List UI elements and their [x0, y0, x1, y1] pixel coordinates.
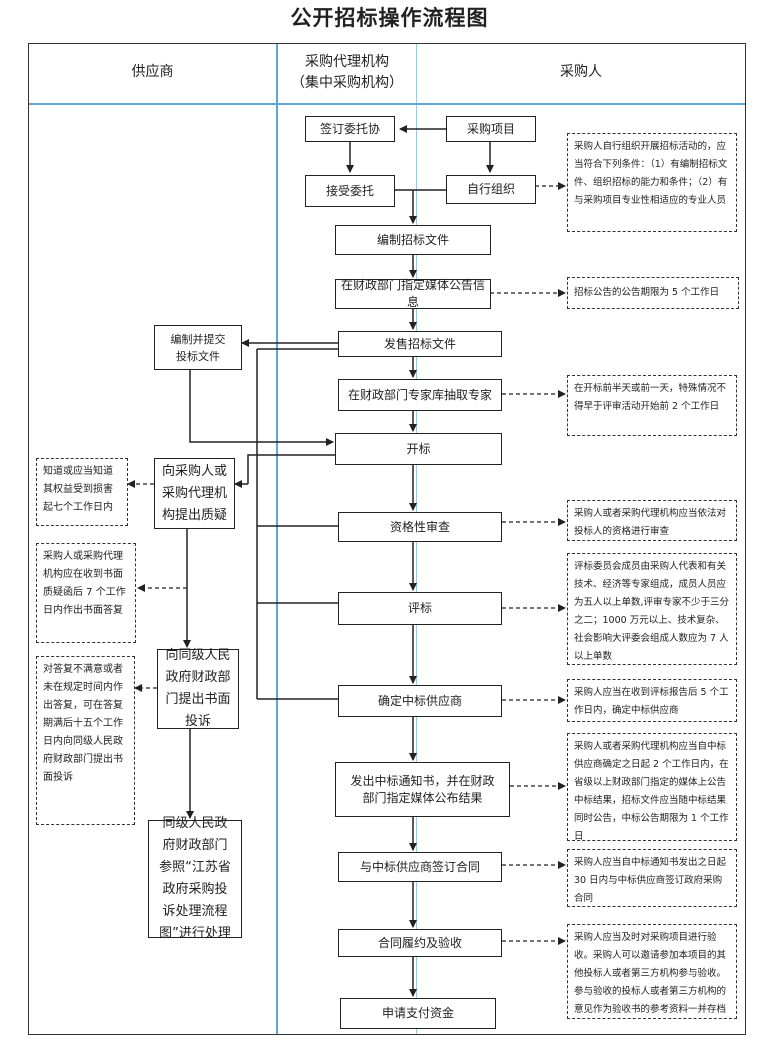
compile-submit-box: 编制并提交投标文件	[154, 325, 242, 370]
sell-docs-box: 发售招标文件	[338, 331, 502, 357]
lane-agency: 采购代理机构 （集中采购机构）	[278, 52, 416, 94]
note-expert-time: 在开标前半天或前一天，特殊情况不得早于评审活动开始前 2 个工作日	[567, 375, 737, 436]
flowchart-frame	[28, 43, 746, 1035]
qualification-box: 资格性审查	[338, 512, 502, 542]
open-bid-box: 开标	[335, 433, 502, 465]
note-reply-deadline: 采购人或采购代理机构应在收到书面质疑函后 7 个工作日内作出书面答复	[36, 543, 136, 643]
handle-complaint-box: 同级人民政府财政部门参照“江苏省政府采购投诉处理流程图”进行处理	[148, 816, 242, 941]
apply-payment-box: 申请支付资金	[340, 998, 496, 1029]
note-contract: 采购人应当自中标通知书发出之日起 30 日内与中标供应商签订政府采购合同	[567, 849, 737, 907]
lane-divider-left	[276, 44, 278, 1034]
complaint-box: 向同级人民政府财政部门提出书面投诉	[157, 648, 239, 729]
note-self-org-conditions: 采购人自行组织开展招标活动的，应当符合下列条件：（1）有编制招标文件、组织招标的…	[567, 133, 737, 232]
header-divider	[29, 103, 745, 105]
sign-contract-box: 与中标供应商签订合同	[338, 852, 502, 882]
perform-accept-box: 合同履约及验收	[338, 929, 502, 957]
note-committee: 评标委员会成员由采购人代表和有关技术、经济等专家组成，成员人员应为五人以上单数,…	[567, 553, 737, 665]
announce-box: 在财政部门指定媒体公告信息	[335, 278, 491, 309]
page-title: 公开招标操作流程图	[290, 6, 489, 30]
note-result-notice: 采购人或者采购代理机构应当自中标供应商确定之日起 2 个工作日内，在省级以上财政…	[567, 733, 737, 842]
note-qualification: 采购人或者采购代理机构应当依法对投标人的资格进行审查	[567, 500, 737, 541]
evaluate-box: 评标	[338, 592, 502, 625]
draw-experts-box: 在财政部门专家库抽取专家	[338, 379, 502, 411]
sign-entrust-box: 签订委托协	[305, 116, 395, 142]
note-acceptance: 采购人应当及时对采购项目进行验收。采购人可以邀请参加本项目的其他投标人或者第三方…	[567, 924, 737, 1019]
procurement-project-box: 采购项目	[446, 116, 536, 142]
determine-winner-box: 确定中标供应商	[338, 685, 502, 717]
note-complaint-deadline: 对答复不满意或者未在规定时间内作出答复，可在答复期满后十五个工作日内向同级人民政…	[36, 656, 135, 825]
question-box: 向采购人或采购代理机构提出质疑	[154, 458, 235, 529]
issue-notice-box: 发出中标通知书，并在财政部门指定媒体公布结果	[335, 762, 510, 817]
accept-entrust-box: 接受委托	[305, 175, 395, 207]
lane-purchaser: 采购人	[560, 64, 602, 80]
note-announce-period: 招标公告的公告期限为 5 个工作日	[567, 277, 739, 309]
prepare-docs-box: 编制招标文件	[335, 225, 491, 255]
note-winner: 采购人应当在收到评标报告后 5 个工作日内，确定中标供应商	[567, 679, 737, 722]
lane-supplier: 供应商	[131, 64, 174, 80]
lane-agency-line2: （集中采购机构）	[291, 75, 403, 91]
note-question-deadline: 知道或应当知道其权益受到损害起七个工作日内	[36, 458, 128, 526]
self-organize-box: 自行组织	[446, 175, 536, 204]
lane-agency-line1: 采购代理机构	[305, 54, 389, 70]
